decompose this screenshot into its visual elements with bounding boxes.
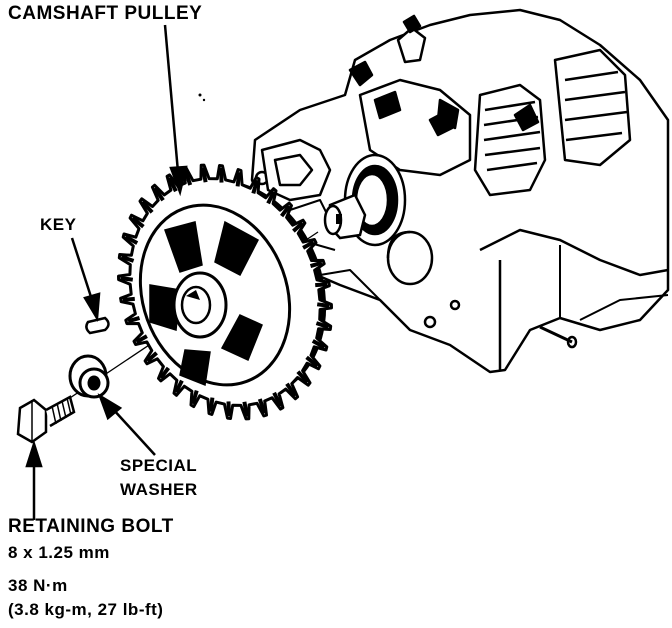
pulley-tooth-shade [208,397,215,412]
woodruff-key [85,316,110,335]
pulley-tooth-shade [124,234,139,245]
leader-arrows [25,24,188,520]
camshaft-nose [323,153,407,247]
pulley-tooth-shade [235,172,242,187]
pulley-tooth-shade [285,382,297,398]
print-specks [198,93,206,102]
pulley-tooth-shade [266,190,276,205]
pulley-tooth-shade [201,167,208,183]
pulley-tooth-shade [131,216,145,229]
pulley-tooth-shade [305,355,319,368]
pulley-tooth-shade [174,379,184,394]
pulley-tooth-shade [183,170,193,186]
pulley-tooth-shade [242,401,249,417]
key-label: KEY [40,215,77,234]
pulley-tooth-shade [316,302,330,308]
cylinder-head [250,8,670,374]
special-washer [68,354,110,399]
camshaft-pulley [117,163,333,421]
retaining-bolt [16,395,76,444]
pulley-tooth-shade [159,366,171,380]
pulley-tooth-shade [120,254,135,263]
pulley-tooth-shade [153,186,165,202]
bolt-size-label: 8 x 1.25 mm [8,543,110,562]
torque-nm-label: 38 N·m [8,576,68,595]
torque-alt-label: (3.8 kg-m, 27 lb-ft) [8,600,164,619]
pulley-tooth-shade [190,390,199,405]
pulley-tooth-shade [257,398,267,414]
pulley-tooth-shade [120,276,134,282]
special-washer-label-line2: WASHER [120,480,198,499]
pulley-tooth-shade [167,176,178,193]
pulley-tooth-shade [302,240,315,250]
pulley-tooth-shade [279,204,291,218]
pulley-tooth-shade [272,391,283,408]
pulley-tooth-shade [315,321,330,330]
pulley-tooth-shade [146,351,158,363]
pulley-tooth-shade [292,221,304,233]
pulley-tooth-shade [309,260,323,269]
camshaft-pulley-label: CAMSHAFT PULLEY [8,3,203,24]
pulley-tooth-shade [122,296,135,302]
pulley-tooth-shade [127,315,141,324]
pulley-tooth-shade [311,339,326,350]
pulley-tooth-shade [135,334,148,344]
special-washer-label-line1: SPECIAL [120,456,198,475]
pulley-tooth-shade [296,370,310,384]
pulley-tooth-shade [140,200,154,214]
pulley-tooth-shade [251,179,260,194]
retaining-bolt-label: RETAINING BOLT [8,516,174,537]
pulley-tooth-shade [315,282,328,288]
